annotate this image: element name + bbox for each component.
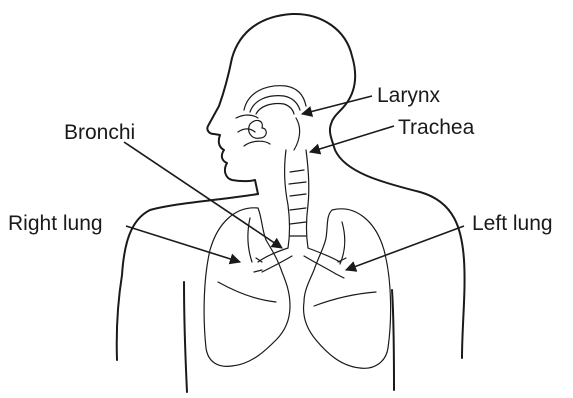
trachea-label: Trachea bbox=[398, 116, 475, 139]
right-lung-shape bbox=[204, 208, 290, 367]
bronchi-tubes bbox=[254, 248, 346, 278]
left-lung-shape bbox=[304, 209, 391, 368]
body-outline bbox=[117, 14, 465, 392]
larynx-label: Larynx bbox=[377, 84, 441, 107]
trachea-tube bbox=[285, 150, 309, 248]
right-lung-label: Right lung bbox=[8, 212, 103, 235]
nasal-cavity bbox=[236, 86, 306, 150]
trachea-leader bbox=[310, 126, 394, 152]
left-lung-leader bbox=[346, 226, 464, 270]
left-lung-label: Left lung bbox=[472, 212, 553, 235]
right-lung-leader bbox=[126, 226, 240, 262]
larynx-leader bbox=[302, 96, 372, 114]
bronchi-label: Bronchi bbox=[64, 121, 135, 144]
